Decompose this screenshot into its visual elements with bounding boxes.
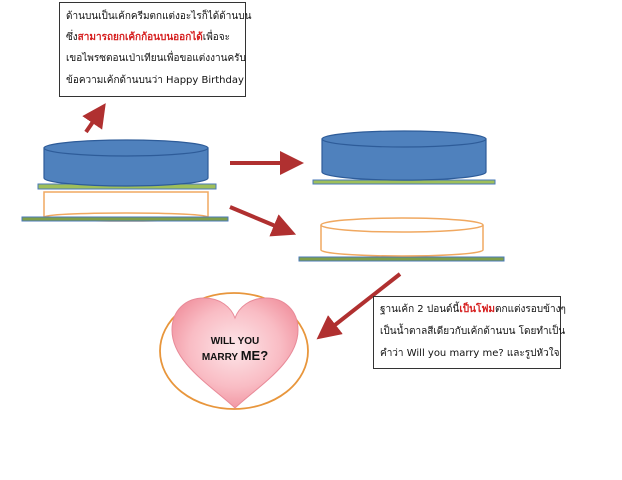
arrow-to-heart xyxy=(316,272,402,340)
base-plate xyxy=(21,216,229,222)
heart-text-line-1: WILL YOU xyxy=(210,336,260,347)
foam-base-plate xyxy=(298,256,505,262)
bottom-note-line-3: คำว่า Will you marry me? และรูปหัวใจ xyxy=(380,348,560,359)
top-note-line-2-pre: ซึ่ง xyxy=(66,32,78,43)
foam-base-cake xyxy=(298,217,505,262)
stacked-cake xyxy=(21,139,229,222)
top-note-line-2-post: เพื่อจะ xyxy=(202,32,231,43)
removable-top-cake xyxy=(312,130,496,185)
top-note-line-2: ซึ่งสามารถยกเค้กก้อนบนออกได้เพื่อจะ xyxy=(66,32,230,44)
top-note-line-1: ด้านบนเป็นเค้กครีมตกแต่งอะไรก็ได้ด้านบน xyxy=(66,11,252,22)
top-note: ด้านบนเป็นเค้กครีมตกแต่งอะไรก็ได้ด้านบน … xyxy=(59,2,251,97)
top-cake-tier xyxy=(43,139,209,187)
heart-oval xyxy=(159,292,309,410)
bottom-note-highlight: เป็นโฟม xyxy=(459,304,496,315)
heart-icon xyxy=(171,297,299,409)
bottom-note-line-2: เป็นน้ำตาลสีเดียวกับเค้กด้านบน โดยทำเป็น xyxy=(380,326,566,337)
top-note-highlight: สามารถยกเค้กก้อนบนออกได้ xyxy=(77,32,203,43)
heart-text-line-2: MARRY ME? xyxy=(185,348,285,365)
heart-text-line-2-big: ME? xyxy=(240,348,269,363)
arrow-to-top-note xyxy=(82,103,106,134)
bottom-note-line-1-pre: ฐานเค้ก 2 ปอนด์นี้ xyxy=(380,304,460,315)
arrow-to-foam-base xyxy=(229,205,297,237)
heart-text-line-2-pre: MARRY xyxy=(201,352,241,363)
bottom-note-line-1: ฐานเค้ก 2 ปอนด์นี้เป็นโฟมตกแต่งรอบข้างๆ xyxy=(380,304,566,316)
top-note-line-4: ข้อความเค้กด้านบนว่า Happy Birthday xyxy=(66,75,244,86)
bottom-note-line-1-post: ตกแต่งรอบข้างๆ xyxy=(495,304,566,315)
heart-text: WILL YOU MARRY ME? xyxy=(185,335,285,365)
bottom-note: ฐานเค้ก 2 ปอนด์นี้เป็นโฟมตกแต่งรอบข้างๆ … xyxy=(373,296,566,369)
top-note-line-3: เขอไพรซตอนเป่าเทียนเพื่อขอแต่งงานครับ xyxy=(66,53,246,64)
